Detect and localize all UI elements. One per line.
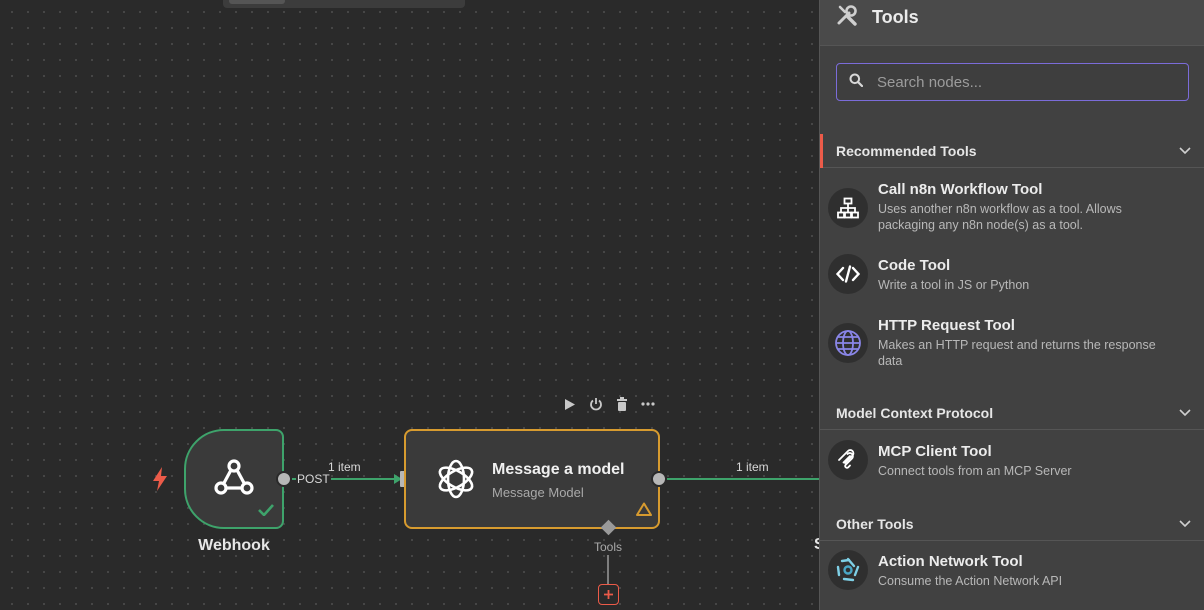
run-node-icon[interactable] — [560, 395, 580, 413]
node-toolbar — [560, 395, 658, 413]
webhook-output-label: POST — [296, 472, 331, 486]
edge-item-count: 1 item — [328, 460, 361, 474]
success-check-icon — [258, 503, 274, 521]
warning-icon — [636, 502, 652, 521]
model-node-subtitle: Message Model — [492, 485, 584, 500]
delete-node-icon[interactable] — [612, 395, 632, 413]
tool-name: Action Network Tool — [878, 553, 1023, 570]
trigger-bolt-icon — [150, 466, 170, 497]
add-tool-button[interactable] — [598, 584, 619, 605]
plus-icon — [604, 590, 613, 599]
deactivate-node-icon[interactable] — [586, 395, 606, 413]
webhook-node-label: Webhook — [198, 537, 270, 554]
tool-item-mcp-client[interactable]: MCP Client Tool Connect tools from an MC… — [820, 440, 1204, 483]
section-recommended-tools[interactable]: Recommended Tools — [820, 134, 1204, 168]
section-title: Other Tools — [836, 515, 914, 532]
tools-panel: Tools Recommended Tools Call n8n Workflo… — [819, 0, 1204, 610]
mcp-icon — [828, 440, 868, 480]
tool-description: Uses another n8n workflow as a tool. All… — [878, 202, 1122, 232]
tool-description: Connect tools from an MCP Server — [878, 464, 1072, 478]
more-options-icon[interactable] — [638, 395, 658, 413]
edge-item-count-2: 1 item — [736, 460, 769, 474]
section-model-context-protocol[interactable]: Model Context Protocol — [820, 396, 1204, 430]
tool-name: MCP Client Tool — [878, 443, 992, 460]
action-network-icon — [828, 550, 868, 590]
webhook-icon — [212, 457, 256, 502]
tool-description: Makes an HTTP request and returns the re… — [878, 338, 1156, 368]
tool-description: Write a tool in JS or Python — [878, 278, 1030, 292]
globe-icon — [828, 323, 868, 363]
section-title: Model Context Protocol — [836, 404, 994, 421]
model-node-title: Message a model — [492, 461, 625, 478]
panel-title: Tools — [872, 7, 919, 27]
tool-item-action-network[interactable]: Action Network Tool Consume the Action N… — [820, 550, 1204, 593]
chevron-down-icon — [1179, 142, 1191, 160]
tool-item-http-request[interactable]: HTTP Request Tool Makes an HTTP request … — [820, 317, 1204, 373]
workflow-canvas[interactable]: Webhook POST 1 item Message a model Mess… — [0, 0, 820, 610]
search-input[interactable] — [877, 73, 1167, 91]
message-model-node[interactable]: Message a model Message Model — [404, 429, 660, 529]
tool-name: Call n8n Workflow Tool — [878, 181, 1043, 198]
tool-name: Code Tool — [878, 257, 951, 274]
tool-name: HTTP Request Tool — [878, 317, 1015, 334]
tool-item-code[interactable]: Code Tool Write a tool in JS or Python — [820, 254, 1204, 297]
section-title: Recommended Tools — [836, 142, 977, 159]
connection-arrow — [394, 474, 402, 484]
tool-item-call-workflow[interactable]: Call n8n Workflow Tool Uses another n8n … — [820, 181, 1204, 237]
next-node-label-clipped: S — [814, 536, 820, 553]
webhook-node[interactable] — [184, 429, 284, 529]
code-icon — [828, 254, 868, 294]
tools-connector-label: Tools — [594, 540, 623, 554]
chevron-down-icon — [1179, 404, 1191, 422]
tools-icon — [836, 4, 858, 31]
model-output-port[interactable] — [651, 471, 667, 487]
search-icon — [849, 73, 864, 92]
section-other-tools[interactable]: Other Tools — [820, 507, 1204, 541]
search-box[interactable] — [836, 63, 1189, 101]
panel-header: Tools — [820, 0, 1204, 46]
chevron-down-icon — [1179, 515, 1191, 533]
canvas-top-bar — [223, 0, 465, 8]
openai-icon — [434, 457, 478, 506]
sitemap-icon — [828, 188, 868, 228]
webhook-output-port[interactable] — [276, 471, 292, 487]
tool-description: Consume the Action Network API — [878, 574, 1063, 588]
